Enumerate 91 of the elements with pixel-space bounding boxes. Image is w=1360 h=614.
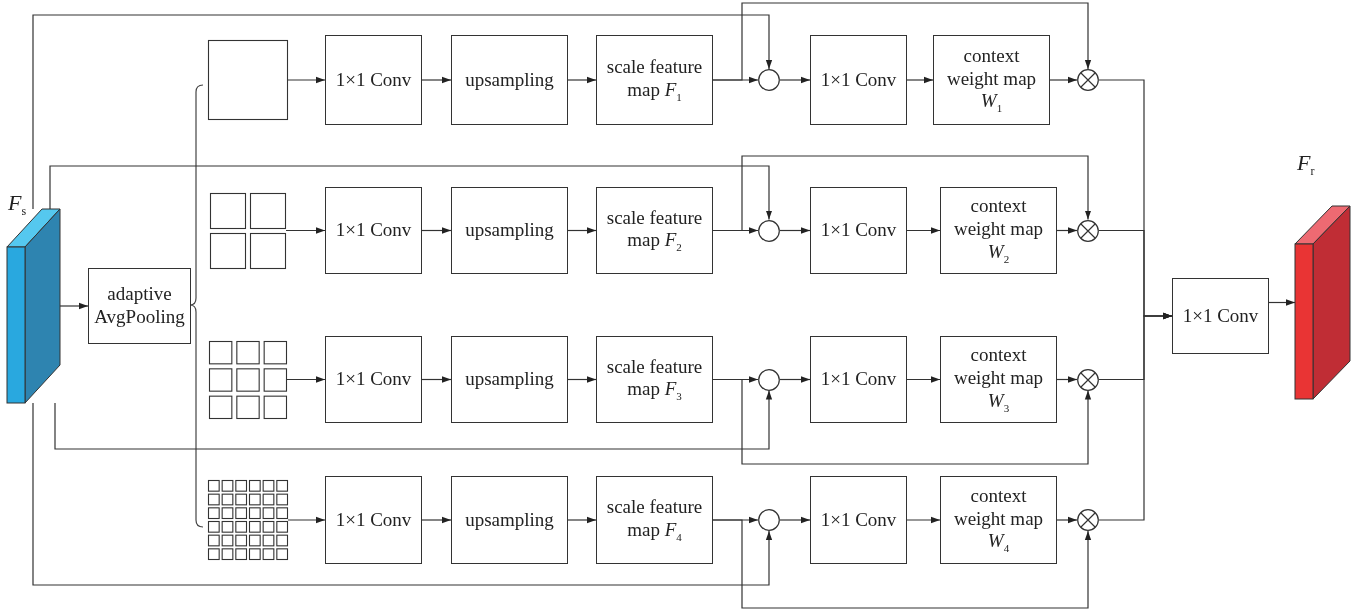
tensor-label: F$_{s}$ [8,190,27,220]
pooling-grid [210,192,286,269]
arrow [285,227,326,234]
arrow [779,76,811,84]
box-label: context weight map W$_{3}$ [952,344,1045,415]
multiply-circle [1077,368,1099,391]
process-box [451,187,568,274]
sum-circle [758,219,780,242]
arrow [32,402,773,586]
arrow [59,302,89,310]
process-box [596,336,713,423]
pooling-grid [209,340,287,419]
feature-map-block [1295,206,1350,399]
process-box [810,187,907,274]
process-box [451,35,568,125]
arrow [779,227,811,234]
process-box [325,187,422,274]
arrow [906,376,941,383]
process-box [596,35,713,125]
process-box [325,336,422,423]
box-label: 1×1 Conv [820,368,897,391]
box-label: scale feature map F$_{1}$ [605,56,704,104]
box-label: context weight map W$_{4}$ [952,484,1045,556]
arrow [1268,299,1296,306]
arrow [712,519,1092,609]
process-box [810,35,907,125]
box-label: scale feature map F$_{3}$ [605,355,704,404]
multiply-circle [1077,219,1099,242]
box-label: context weight map W$_{2}$ [952,195,1045,266]
box-label: 1×1 Conv [820,219,897,242]
arrow [1049,76,1078,84]
tensor-label: F$_{r}$ [1297,150,1315,180]
pooling-grid [208,40,288,120]
arrow [906,516,941,524]
process-box [940,476,1057,564]
box-label: scale feature map F$_{4}$ [605,496,704,544]
arrow [906,227,941,234]
arrow [906,76,934,84]
sum-circle [758,509,780,531]
process-box [940,187,1057,274]
arrow [1056,227,1078,234]
arrow [712,2,1092,81]
arrow [286,376,326,383]
process-box [88,268,191,344]
process-box [810,336,907,423]
arrow [287,516,326,524]
process-box [810,476,907,564]
arrow [421,76,452,84]
sum-circle [758,69,780,91]
process-box [596,187,713,274]
box-label: 1×1 Conv [820,68,897,92]
box-label: upsampling [465,368,554,391]
box-label: context weight map W$_{1}$ [945,44,1038,116]
process-box [325,35,422,125]
process-box [325,476,422,564]
process-box [451,336,568,423]
box-label: 1×1 Conv [335,219,412,242]
box-label: 1×1 Conv [1182,304,1259,328]
arrow [567,227,597,234]
arrow [421,516,452,524]
arrow [1056,516,1078,524]
box-label: scale feature map F$_{2}$ [605,206,704,255]
box-label: adaptive AvgPooling [94,283,185,329]
sum-circle [758,368,780,391]
arrow [32,14,773,210]
arrow [567,376,597,383]
multiply-circle [1077,69,1099,91]
box-label: upsampling [465,219,554,242]
process-box [451,476,568,564]
arrow [1056,376,1078,383]
box-label: upsampling [465,68,554,92]
pooling-grid [208,480,288,560]
arrow [287,76,326,84]
arrow [779,376,811,383]
process-box [933,35,1050,125]
arrow [54,389,773,450]
arrow [49,165,773,221]
box-label: upsampling [465,508,554,532]
arrow [567,76,597,84]
arrow [567,516,597,524]
arrow [421,227,452,234]
process-box [1172,278,1269,354]
process-box [940,336,1057,423]
arrow [421,376,452,383]
arrow [779,516,811,524]
box-label: 1×1 Conv [335,368,412,391]
box-label: 1×1 Conv [335,508,412,532]
process-box [596,476,713,564]
box-label: 1×1 Conv [820,508,897,532]
box-label: 1×1 Conv [335,68,412,92]
multiply-circle [1077,509,1099,531]
